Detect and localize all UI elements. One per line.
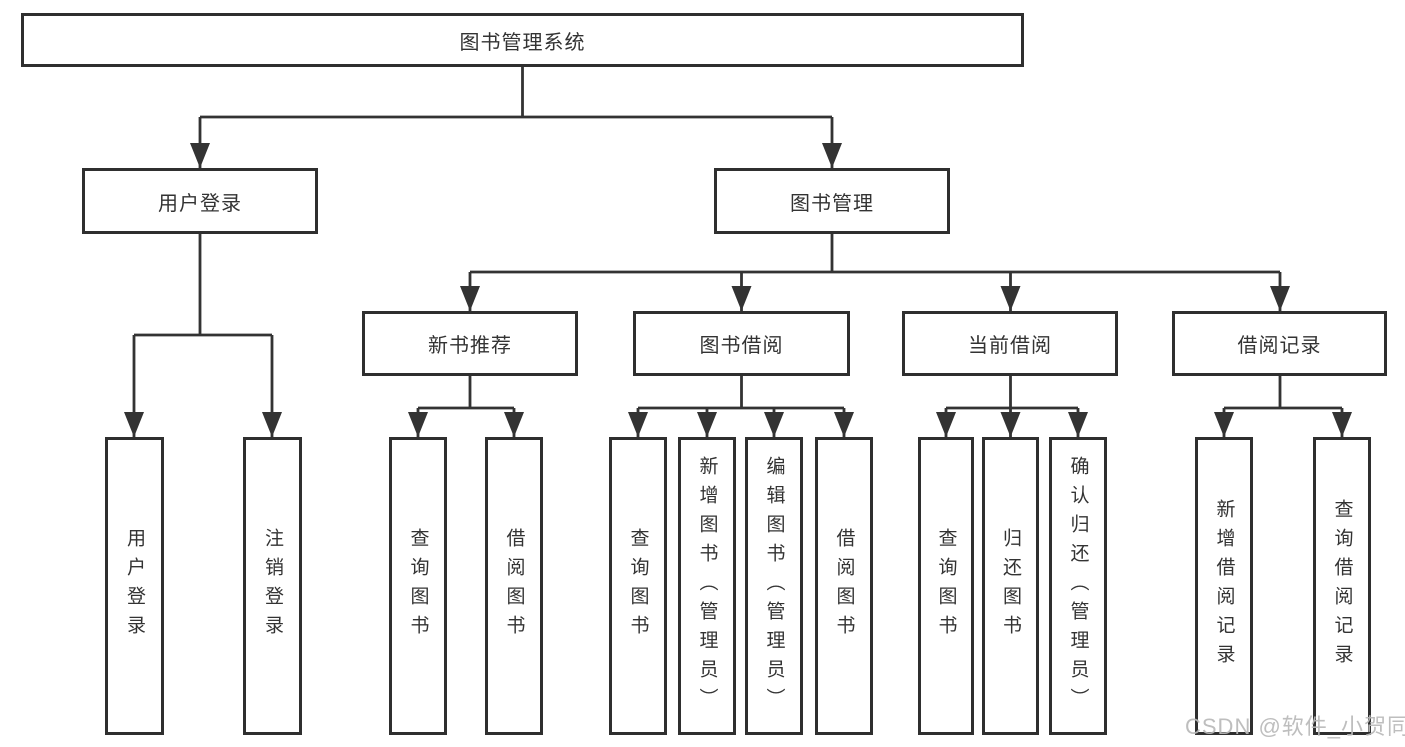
leaf-user-login: 用户登录 xyxy=(105,437,164,735)
leaf-query-borrow-record: 查询借阅记录 xyxy=(1313,437,1371,735)
node-borrowing-records: 借阅记录 xyxy=(1172,311,1387,376)
leaf-borrow-books: 借阅图书 xyxy=(815,437,873,735)
leaf-query-books-current: 查询图书 xyxy=(918,437,974,735)
leaf-confirm-return-admin: 确认归还（管理员） xyxy=(1049,437,1107,735)
leaf-query-books-borrow: 查询图书 xyxy=(609,437,667,735)
leaf-borrow-books-recommend: 借阅图书 xyxy=(485,437,543,735)
leaf-return-books: 归还图书 xyxy=(982,437,1039,735)
node-user-login: 用户登录 xyxy=(82,168,318,234)
leaf-query-books-recommend: 查询图书 xyxy=(389,437,447,735)
leaf-add-borrow-record: 新增借阅记录 xyxy=(1195,437,1253,735)
watermark: CSDN @软件_小贺同学 xyxy=(1185,714,1405,739)
leaf-logout: 注销登录 xyxy=(243,437,302,735)
node-book-borrowing: 图书借阅 xyxy=(633,311,850,376)
leaf-edit-books-admin: 编辑图书（管理员） xyxy=(745,437,803,735)
leaf-add-books-admin: 新增图书（管理员） xyxy=(678,437,736,735)
node-current-borrowing: 当前借阅 xyxy=(902,311,1118,376)
node-new-book-recommendation: 新书推荐 xyxy=(362,311,578,376)
node-library-management-system: 图书管理系统 xyxy=(21,13,1024,67)
node-book-management: 图书管理 xyxy=(714,168,950,234)
